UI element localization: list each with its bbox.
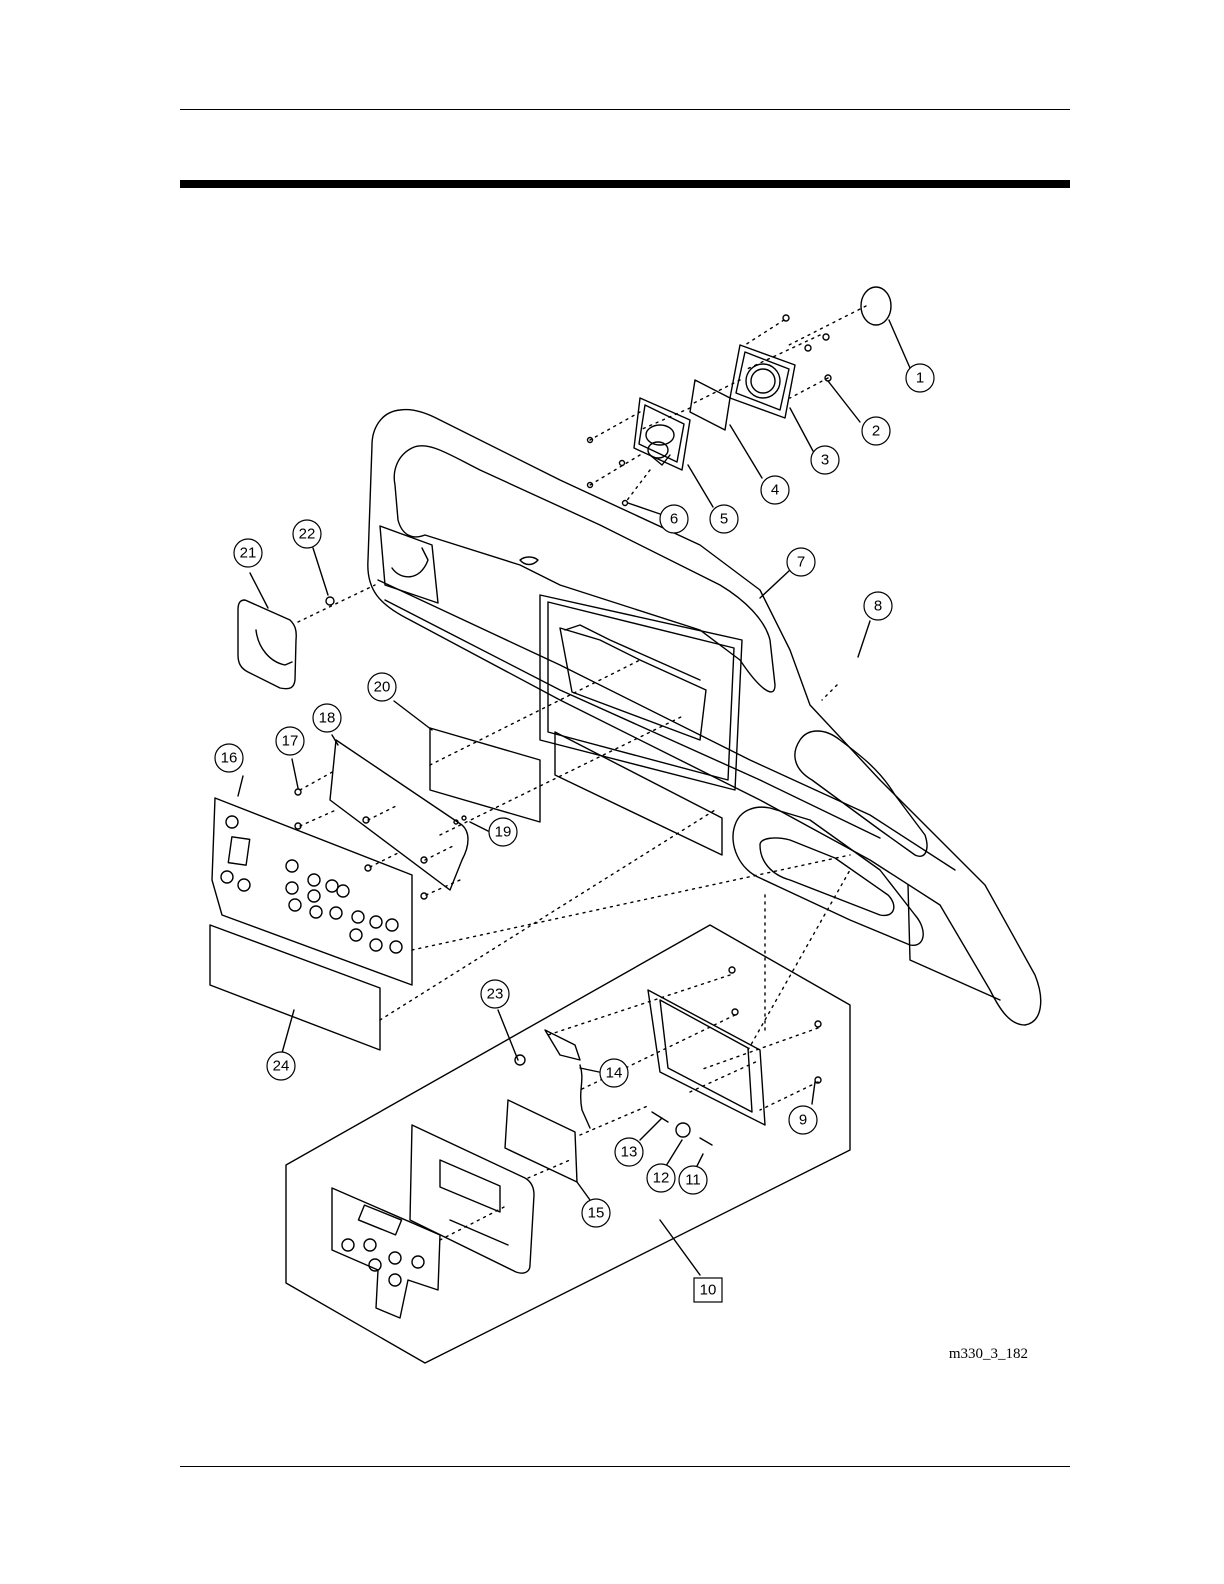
- callout-label-6: 6: [670, 511, 678, 528]
- callout-label-18: 18: [319, 710, 336, 727]
- callout-label-23: 23: [487, 986, 504, 1003]
- callout-label-12: 12: [653, 1170, 670, 1187]
- callout-label-5: 5: [720, 511, 728, 528]
- callout-label-14: 14: [606, 1065, 623, 1082]
- control-assembly: [286, 925, 850, 1363]
- console-shroud: [368, 409, 1041, 1025]
- callout-label-17: 17: [282, 733, 299, 750]
- callout-label-24: 24: [273, 1058, 290, 1075]
- speaker-assembly: [588, 287, 892, 506]
- callout-label-11: 11: [685, 1172, 701, 1189]
- assembly-callout-label: 10: [700, 1282, 717, 1299]
- callout-label-20: 20: [374, 679, 391, 696]
- callout-label-8: 8: [874, 598, 882, 615]
- figure-id: m330_3_182: [900, 1346, 1028, 1363]
- callout-label-9: 9: [799, 1112, 807, 1129]
- callout-labels: 1 2 3 4 5 6 7 8 9 11 12 13 14 15 16 17 1…: [221, 370, 925, 1299]
- callout-label-3: 3: [821, 452, 829, 469]
- callout-label-22: 22: [299, 526, 316, 543]
- callout-label-16: 16: [221, 750, 238, 767]
- callout-label-15: 15: [588, 1205, 605, 1222]
- callout-label-13: 13: [621, 1144, 638, 1161]
- callout-label-2: 2: [872, 423, 880, 440]
- callout-label-1: 1: [916, 370, 924, 387]
- callout-label-4: 4: [771, 482, 779, 499]
- callout-label-19: 19: [495, 824, 512, 841]
- callout-label-7: 7: [797, 554, 805, 571]
- explode-lines: [298, 306, 866, 1240]
- callout-label-21: 21: [240, 545, 257, 562]
